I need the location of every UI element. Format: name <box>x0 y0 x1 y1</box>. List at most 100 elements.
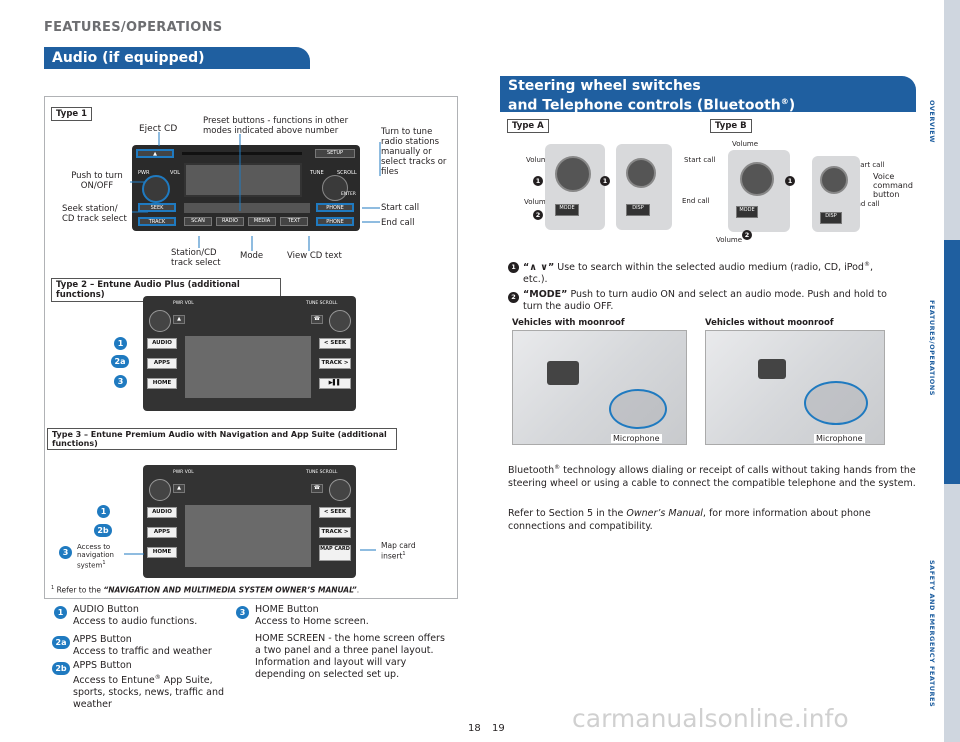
type-a-volume-top: Volume <box>526 156 553 164</box>
type3-map-card-slot[interactable]: MAP CARD <box>319 545 351 561</box>
type2-play-pause-button[interactable]: ▶▌▌ <box>319 378 351 389</box>
preset-buttons[interactable] <box>184 203 310 213</box>
phone-end-button[interactable]: PHONE <box>316 217 354 226</box>
access-nav-text: Access to navigation system <box>77 543 114 570</box>
type-a-phone-dial[interactable] <box>626 158 656 188</box>
text-button[interactable]: TEXT <box>280 217 308 226</box>
type2-phone-button[interactable]: ☎ <box>311 315 323 324</box>
map-card-sup: 1 <box>402 551 406 557</box>
type2-tune-knob[interactable] <box>329 310 351 332</box>
item1-marker: 1 <box>508 262 519 273</box>
type3-volume-knob[interactable] <box>149 479 171 501</box>
eject-button[interactable]: ▲ <box>136 149 174 158</box>
sidebar-tab-overview[interactable] <box>944 0 960 240</box>
preset-callout: Preset buttons - functions in other mode… <box>203 116 349 136</box>
map-card-text: Map card insert <box>381 541 416 561</box>
type-b-disp-button[interactable]: DISP <box>820 212 842 224</box>
legend-marker-1: 1 <box>54 606 67 619</box>
steering-title-line2-post: ) <box>788 97 796 114</box>
type2-home-button[interactable]: HOME <box>147 378 177 389</box>
type1-head-unit: ▲ SETUP PWR VOL TUNE SCROLL SEEK TRACK S… <box>132 145 360 231</box>
legend-item-2a-title: APPS Button <box>73 634 132 645</box>
station-callout: Station/CD track select <box>171 248 221 268</box>
type-a-end-call: End call <box>682 197 710 205</box>
page-header: FEATURES/OPERATIONS <box>44 20 223 35</box>
type3-track-button[interactable]: TRACK > <box>319 527 351 538</box>
type3-head-unit: PWR VOL TUNE SCROLL ▲ ☎ AUDIO APPS HOME … <box>143 465 356 578</box>
legend-item-2b-reg: ® <box>154 674 161 681</box>
type3-audio-button[interactable]: AUDIO <box>147 507 177 518</box>
type3-eject-button[interactable]: ▲ <box>173 484 185 493</box>
footnote-sup: 1 <box>51 585 55 591</box>
manual-para-post: , for more information about phone conne… <box>508 508 871 532</box>
type1-label: Type 1 <box>51 107 93 121</box>
sidebar-tab-safety[interactable] <box>944 484 960 742</box>
type2-volume-knob[interactable] <box>149 310 171 332</box>
phone-start-button[interactable]: PHONE <box>316 203 354 212</box>
seek-button[interactable]: SEEK <box>138 203 176 212</box>
type-b-marker-1: 1 <box>785 176 795 186</box>
type-b-phone-dial[interactable] <box>820 166 848 194</box>
type2-apps-button[interactable]: APPS <box>147 358 177 369</box>
type-b-marker-2: 2 <box>742 230 752 240</box>
no-moonroof-microphone-label: Microphone <box>814 434 865 443</box>
steering-title-reg: ® <box>780 97 789 106</box>
vol-label: VOL <box>170 170 181 176</box>
type-b-left-switch: MODE <box>728 150 790 232</box>
legend-item-2b-title: APPS Button <box>73 660 132 671</box>
type2-audio-button[interactable]: AUDIO <box>147 338 177 349</box>
radio-button[interactable]: RADIO <box>216 217 244 226</box>
legend-item-2a: APPS Button Access to traffic and weathe… <box>73 634 233 658</box>
type3-apps-button[interactable]: APPS <box>147 527 177 538</box>
track-button[interactable]: TRACK <box>138 217 176 226</box>
pwr-label: PWR <box>138 170 150 176</box>
type1-callout-lines <box>130 132 381 251</box>
type3-tune-knob[interactable] <box>329 479 351 501</box>
type2-eject-button[interactable]: ▲ <box>173 315 185 324</box>
steering-section-title: Steering wheel switches and Telephone co… <box>500 76 916 114</box>
type3-callout-lines <box>124 549 376 555</box>
power-volume-knob[interactable] <box>142 175 170 203</box>
type2-seek-button[interactable]: < SEEK <box>319 338 351 349</box>
type-b-mode-button[interactable]: MODE <box>736 206 758 218</box>
page-number-left: 18 <box>468 723 481 734</box>
type-a-volume-dial[interactable] <box>555 156 591 192</box>
bluetooth-para-pre: Bluetooth <box>508 465 555 477</box>
legend-marker-2a: 2a <box>52 636 70 649</box>
footnote-prefix: Refer to the <box>56 585 104 595</box>
no-moonroof-photo: Microphone <box>705 330 885 445</box>
watermark: carmanualsonline.info <box>572 704 849 733</box>
media-button[interactable]: MEDIA <box>248 217 276 226</box>
tune-knob[interactable] <box>322 175 348 201</box>
scan-button[interactable]: SCAN <box>184 217 212 226</box>
dome-light-switch <box>758 359 786 379</box>
type2-track-button[interactable]: TRACK > <box>319 358 351 369</box>
map-card-callout: Map card insert1 <box>381 541 431 561</box>
type-b-volume-dial[interactable] <box>740 162 774 196</box>
type2-marker-3: 3 <box>114 375 127 388</box>
setup-button[interactable]: SETUP <box>315 149 355 158</box>
cd-slot <box>182 152 302 155</box>
item1-text-post: , etc.). <box>523 262 873 286</box>
sidebar-tab-features[interactable] <box>944 244 960 480</box>
type-a-mode-button[interactable]: MODE <box>555 204 579 216</box>
moonroof-switch <box>547 361 579 385</box>
type2-tune-scroll-label: TUNE SCROLL <box>306 301 338 306</box>
type-a-volume-bottom: Volume <box>524 198 551 206</box>
type3-phone-button[interactable]: ☎ <box>311 484 323 493</box>
type3-marker-3: 3 <box>59 546 72 559</box>
type-b-end-call: End call <box>852 200 880 208</box>
type3-pwr-vol-label: PWR VOL <box>173 470 194 475</box>
footnote: 1 Refer to the “NAVIGATION AND MULTIMEDI… <box>51 585 359 595</box>
right-sidebar <box>944 0 960 742</box>
type-a-right-switch: DISP <box>616 144 672 230</box>
steering-title-line1: Steering wheel switches <box>508 78 701 94</box>
audio-section-title: Audio (if equipped) <box>44 47 310 69</box>
type-a-marker-1-left: 1 <box>533 176 543 186</box>
enter-label: ENTER <box>341 192 356 197</box>
footnote-title: “NAVIGATION AND MULTIMEDIA SYSTEM OWNER’… <box>103 585 357 595</box>
mode-callout: Mode <box>240 251 264 261</box>
type-a-disp-button[interactable]: DISP <box>626 204 650 216</box>
type3-seek-button[interactable]: < SEEK <box>319 507 351 518</box>
type3-home-button[interactable]: HOME <box>147 547 177 558</box>
